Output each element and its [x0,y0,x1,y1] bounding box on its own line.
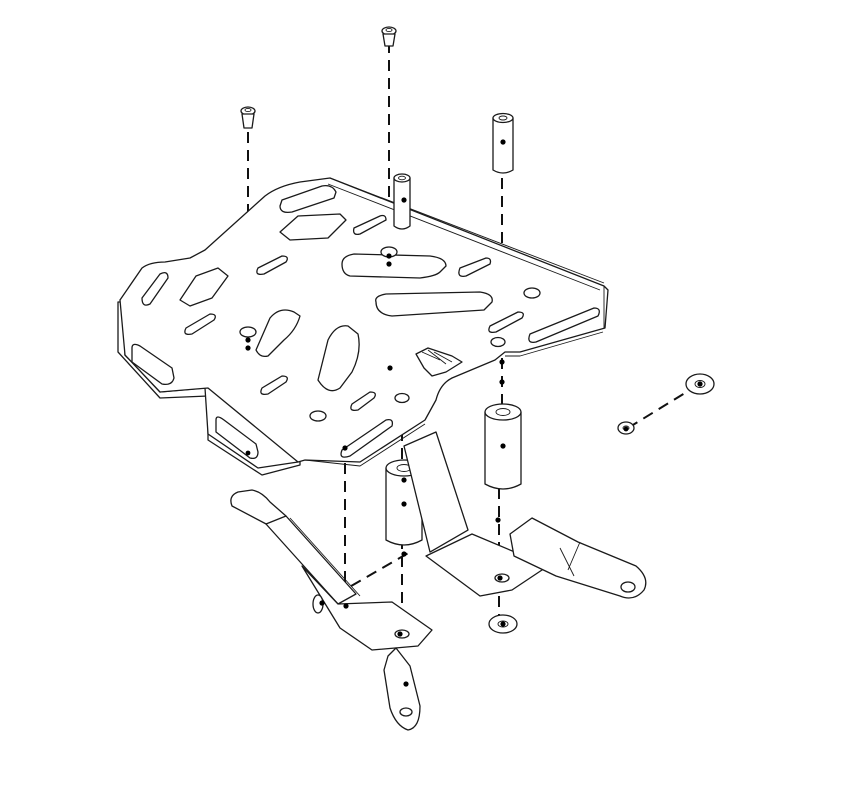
slot-right-2 [528,307,600,343]
axis-markers [245,139,703,687]
right-bracket-upright [403,431,469,553]
slot-front-long [340,418,394,458]
slot-front-small-2 [350,391,376,412]
long-spacer [484,403,522,490]
rack-rear-lip-bottom [327,183,601,291]
short-spacer [393,173,411,230]
bolt-left [240,106,256,129]
bolt-center [381,26,397,47]
right-bracket-arm [509,517,647,599]
hole-rear-right [523,287,541,299]
right-bracket [403,431,647,599]
right-bracket-hole [620,581,636,593]
left-bracket [230,489,433,731]
slot-front-left-2 [184,313,216,336]
slot-rear-1 [279,184,337,214]
hole-right [490,336,506,348]
rack-rim-line [304,423,426,467]
rack-rim-line-right [505,331,604,357]
slot-front-small-1 [260,375,288,396]
rack-holes [239,246,541,422]
slot-diagonal [375,291,493,317]
right-bracket-base [425,533,549,597]
slot-right-1 [488,311,524,334]
hole-front-center [309,410,327,422]
slot-left-1 [256,255,288,276]
logo-shape [415,347,463,377]
left-bracket-arm [265,515,357,605]
rack-rear-lip-top [329,177,605,284]
hole-left [239,326,257,338]
left-bracket-foot [383,647,421,731]
hole-front-spacer [394,392,410,404]
slot-front-oval [317,325,360,392]
flange-window-right [215,416,259,460]
spacer-rear-right [492,112,514,174]
slot-front-left-diamond [179,267,229,307]
rack-top-surface [119,177,609,463]
left-bracket-top-tab [230,489,287,527]
slot-center-large [341,253,447,279]
guide-line-side-washer [627,384,699,429]
left-bracket-foot-hole [399,707,413,717]
slot-rear-2 [279,213,347,241]
slot-front-cutout [255,309,301,358]
rack-slots [141,184,600,458]
logo-emblem-icon [415,347,463,377]
flange-window-left [131,343,175,386]
slot-center-right [458,257,492,277]
rack-plate [117,177,609,476]
slot-front-left-1 [141,272,169,306]
slot-rear-3 [352,214,387,236]
